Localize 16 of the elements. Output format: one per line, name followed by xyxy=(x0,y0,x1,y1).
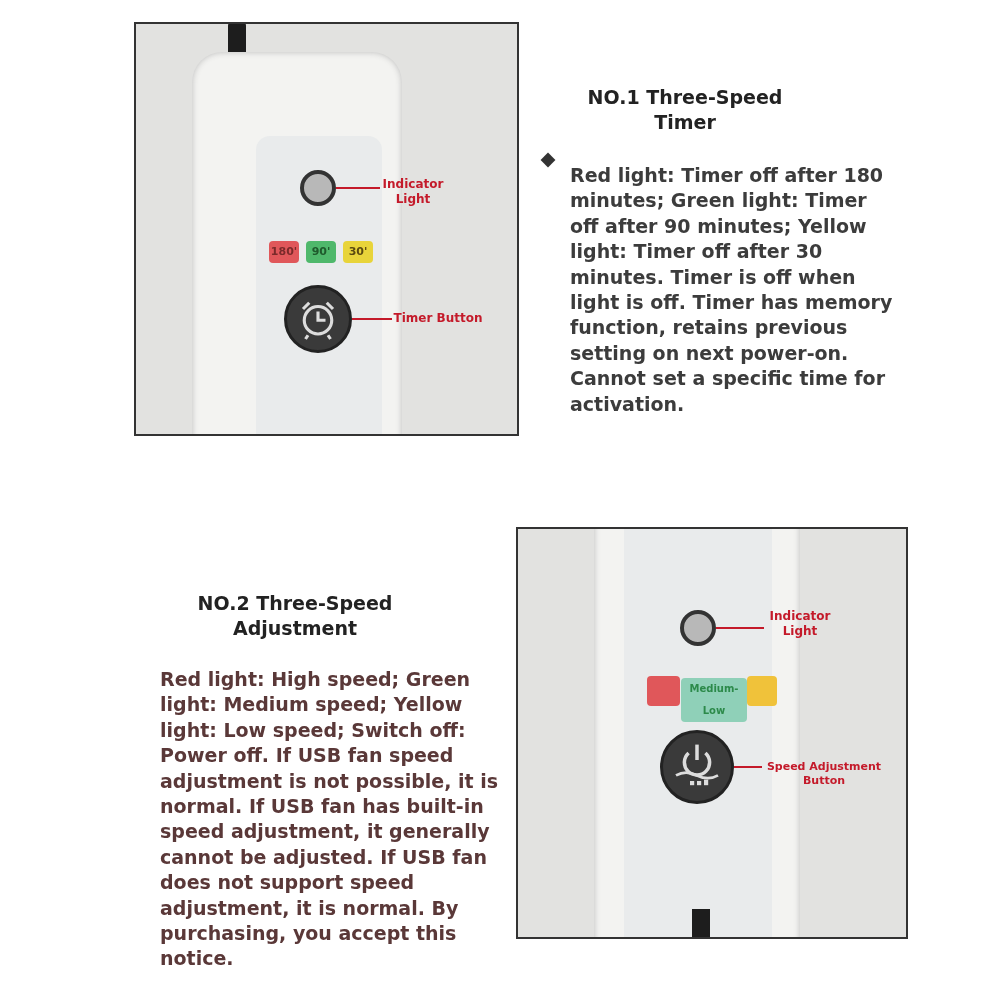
indicator-label: 180' xyxy=(269,241,299,263)
leader-line xyxy=(715,627,765,629)
leader-line xyxy=(733,766,763,768)
description-text: Red light: Timer off after 180 minutes; Green light: Timer off after 90 minutes; Yellow light: Timer off after 30 minutes. Timer is off when light is off. Timer has memory function, retains previous setting on next power-on. Cannot set a specific time for activation. xyxy=(570,163,894,417)
section-heading: NO.1 Three-Speed Timer xyxy=(586,85,784,135)
description-text: Red light: High speed; Green light: Medium speed; Yellow light: Low speed; Switch off: Power off. If USB fan speed adjustment is not possible, it is normal. If USB fan has built-in speed adjustment, it generally cannot be adjusted. If USB fan does not support speed adjustment, it is normal. By purchasing, you accept this notice. xyxy=(160,667,500,972)
leader-line xyxy=(335,187,381,189)
callout-label: Indicator Light xyxy=(764,609,836,641)
indicator-label: 30' xyxy=(343,241,373,263)
callout-label: Speed Adjustment Button xyxy=(762,760,886,790)
indicator-label: 90' xyxy=(306,241,336,263)
callout-label: Timer Button xyxy=(392,311,484,329)
leader-line xyxy=(351,318,393,320)
callout-label: Indicator Light xyxy=(380,177,446,209)
section-heading: NO.2 Three-Speed Adjustment xyxy=(196,591,394,641)
indicator-label: Medium-Low xyxy=(681,678,747,722)
